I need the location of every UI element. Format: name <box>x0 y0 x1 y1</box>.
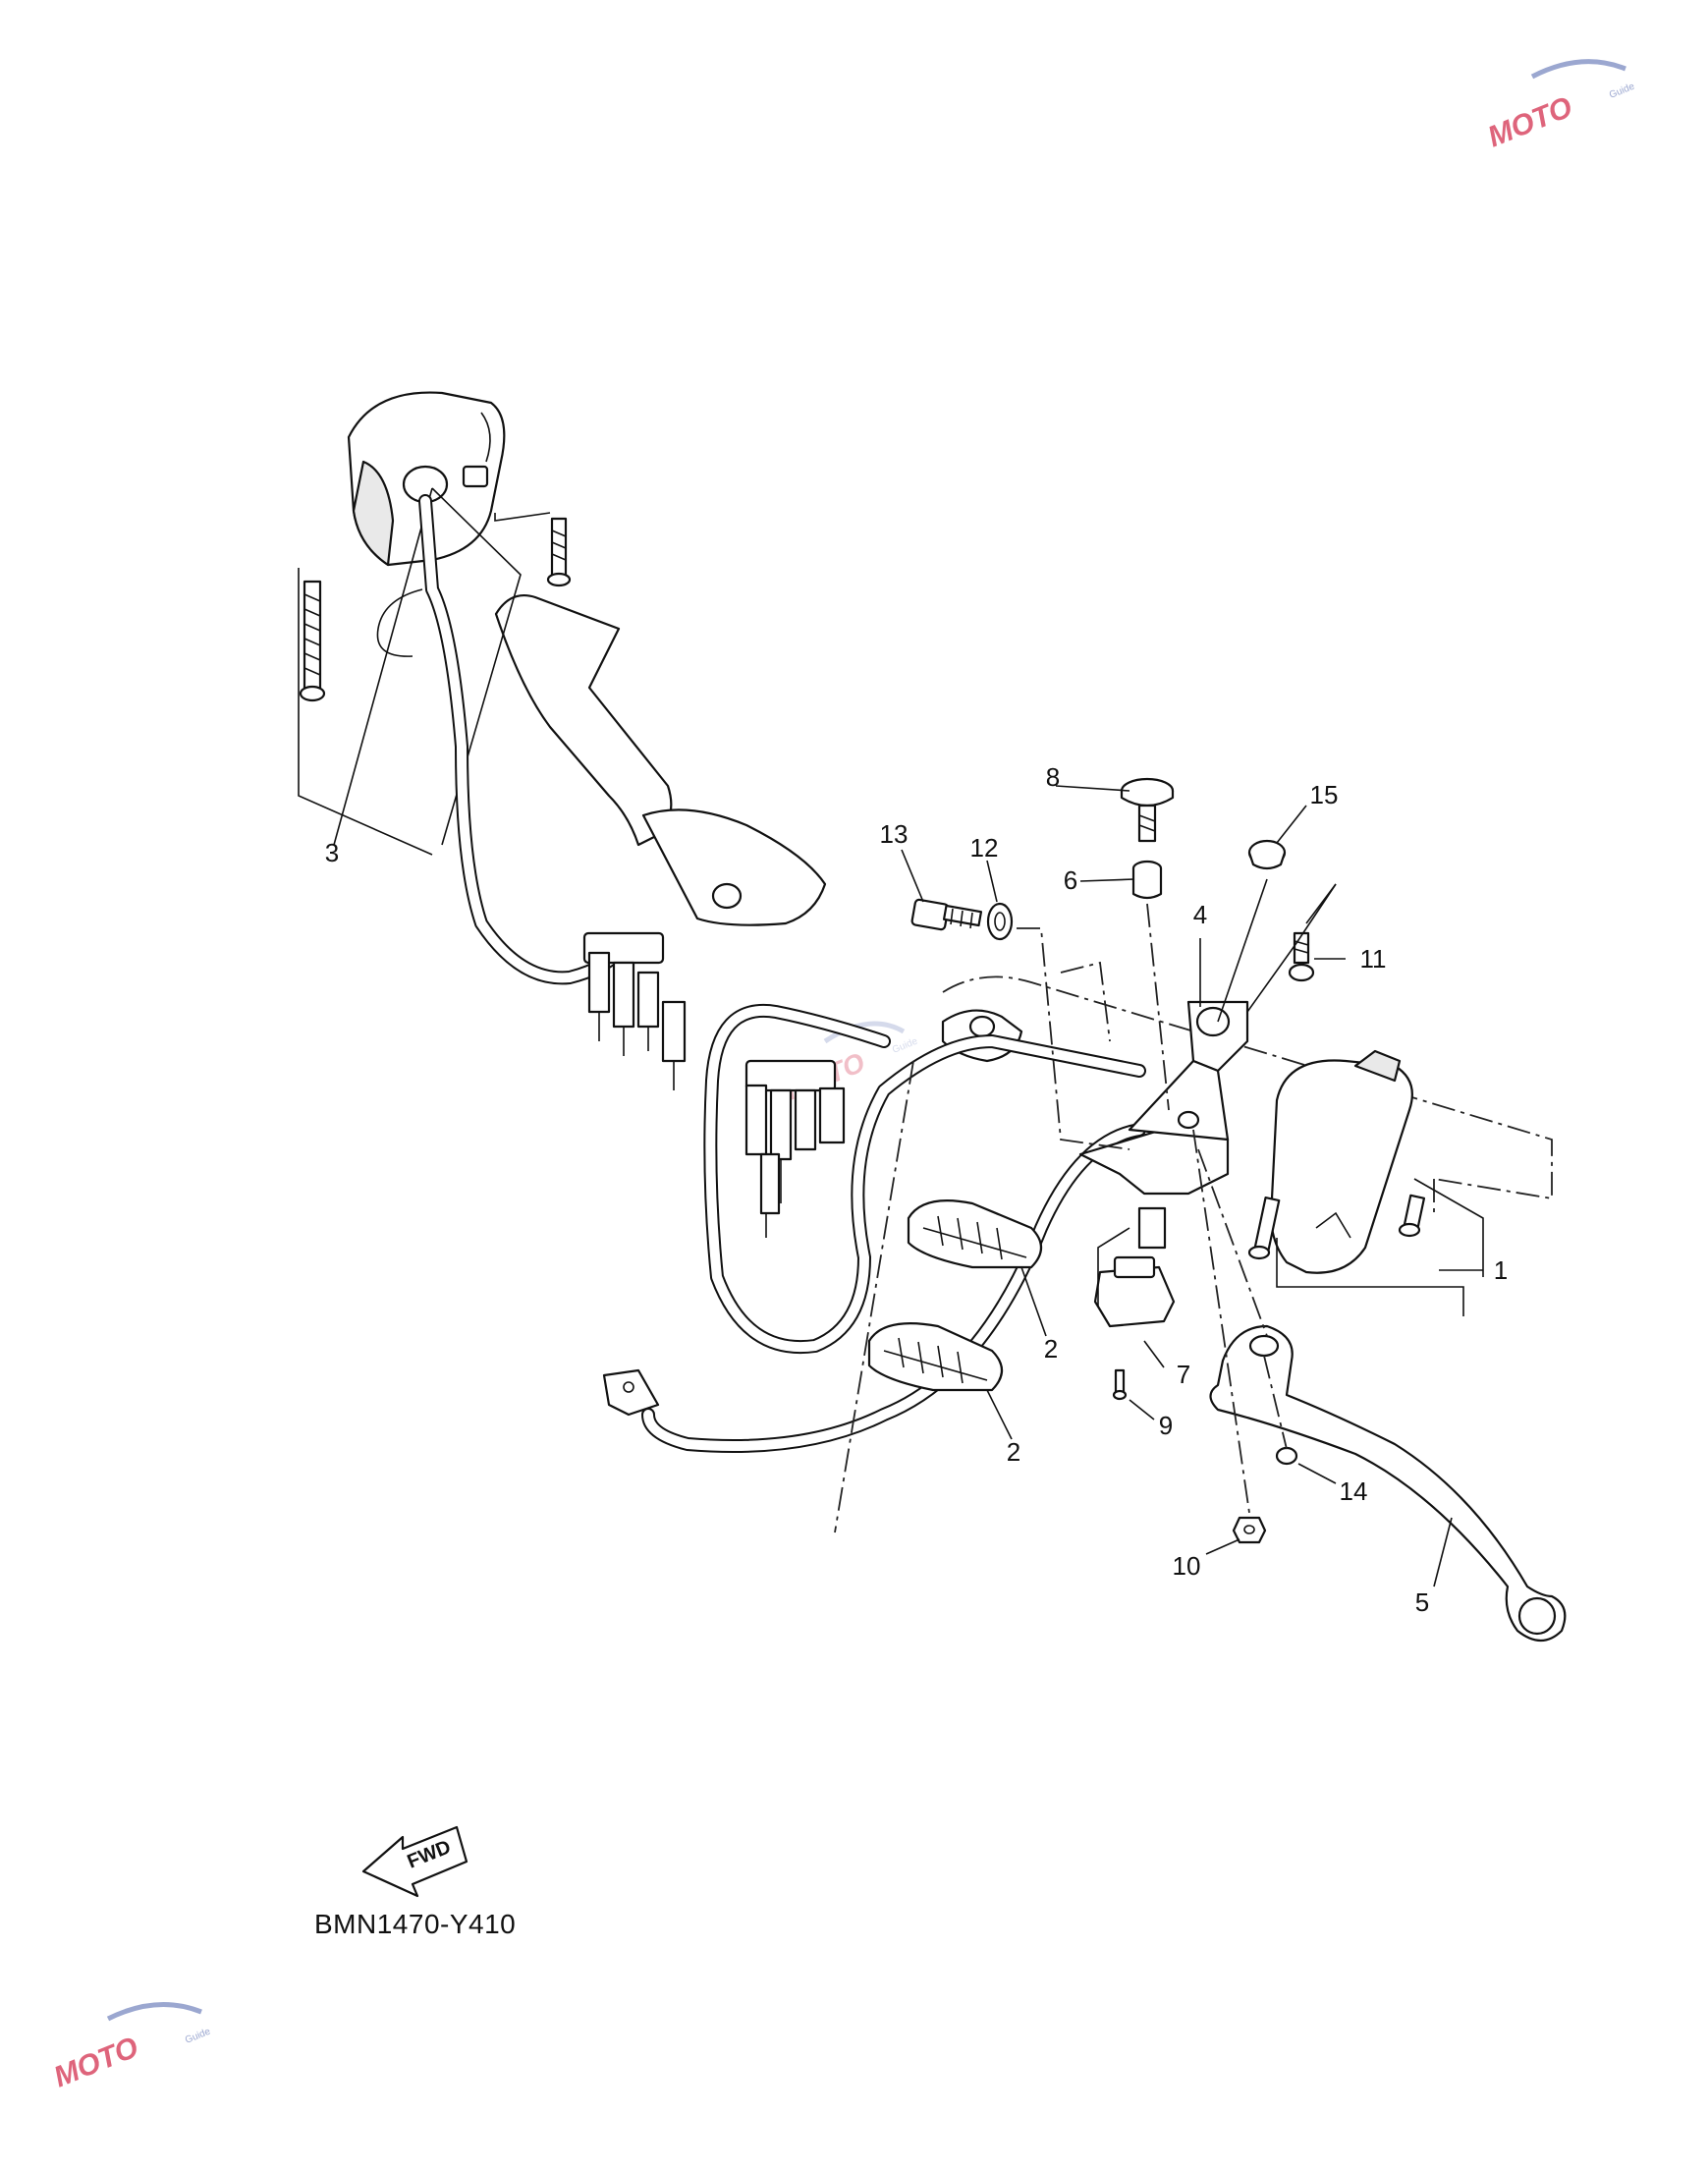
callout-leaders <box>901 785 1483 1587</box>
callout-5: 5 <box>1415 1587 1429 1617</box>
svg-text:MOTO: MOTO <box>49 2031 142 2093</box>
left-switch-wire <box>376 494 635 985</box>
switch-screw-small <box>1112 1368 1128 1401</box>
callout-8: 8 <box>1046 762 1060 792</box>
clutch-switch-lead <box>602 1123 1146 1453</box>
switch-screw-long <box>299 580 326 702</box>
callout-12: 12 <box>970 833 999 863</box>
band-lower <box>867 1322 1004 1392</box>
collar <box>1131 860 1163 900</box>
svg-text:Guide: Guide <box>891 1035 919 1055</box>
callout-2-upper: 2 <box>1044 1334 1058 1364</box>
switch-cover-right <box>1269 1049 1413 1274</box>
lever-holder <box>1078 1000 1249 1196</box>
left-connectors <box>582 931 687 1090</box>
adjuster-nut <box>986 902 1014 941</box>
callout-14: 14 <box>1340 1476 1368 1506</box>
fwd-arrow-icon: FWD <box>361 1825 468 1898</box>
cable-screw <box>1288 931 1315 982</box>
diagram-code: BMN1470-Y410 <box>314 1909 516 1939</box>
svg-text:Guide: Guide <box>1608 81 1636 100</box>
adjuster-bolt <box>910 898 983 931</box>
callout-9: 9 <box>1159 1411 1173 1440</box>
lever-washer <box>1275 1446 1298 1466</box>
callout-15: 15 <box>1310 780 1339 809</box>
callout-4: 4 <box>1193 900 1207 929</box>
watermark-logo-bottom: MOTO Guide <box>49 2002 212 2093</box>
svg-text:Guide: Guide <box>184 2026 212 2045</box>
watermark-text: MOTO <box>1483 90 1576 153</box>
cap <box>1247 839 1287 870</box>
clutch-lever <box>1209 1324 1567 1643</box>
callout-labels: 1 2 2 3 4 5 6 7 8 9 10 11 12 13 14 15 <box>325 762 1508 1617</box>
pivot-bolt <box>1120 777 1175 843</box>
cover-screws <box>1247 1194 1426 1260</box>
watermark-logo-top: MOTO Guide <box>1483 59 1636 153</box>
handlebar-grip-left <box>494 593 827 926</box>
callout-13: 13 <box>880 819 909 849</box>
right-switch-wire <box>703 1003 1146 1355</box>
right-connectors <box>744 1059 846 1238</box>
callout-7: 7 <box>1177 1360 1190 1389</box>
lever-nut <box>1232 1516 1267 1544</box>
callout-11: 11 <box>1360 944 1387 974</box>
callout-1: 1 <box>1494 1255 1508 1285</box>
band-upper <box>907 1199 1043 1269</box>
switch-screw-short <box>546 517 572 587</box>
callout-10: 10 <box>1173 1551 1201 1581</box>
clutch-switch <box>1093 1206 1176 1328</box>
callout-6: 6 <box>1064 865 1077 895</box>
callout-3: 3 <box>325 838 339 867</box>
callout-2-lower: 2 <box>1007 1437 1020 1467</box>
